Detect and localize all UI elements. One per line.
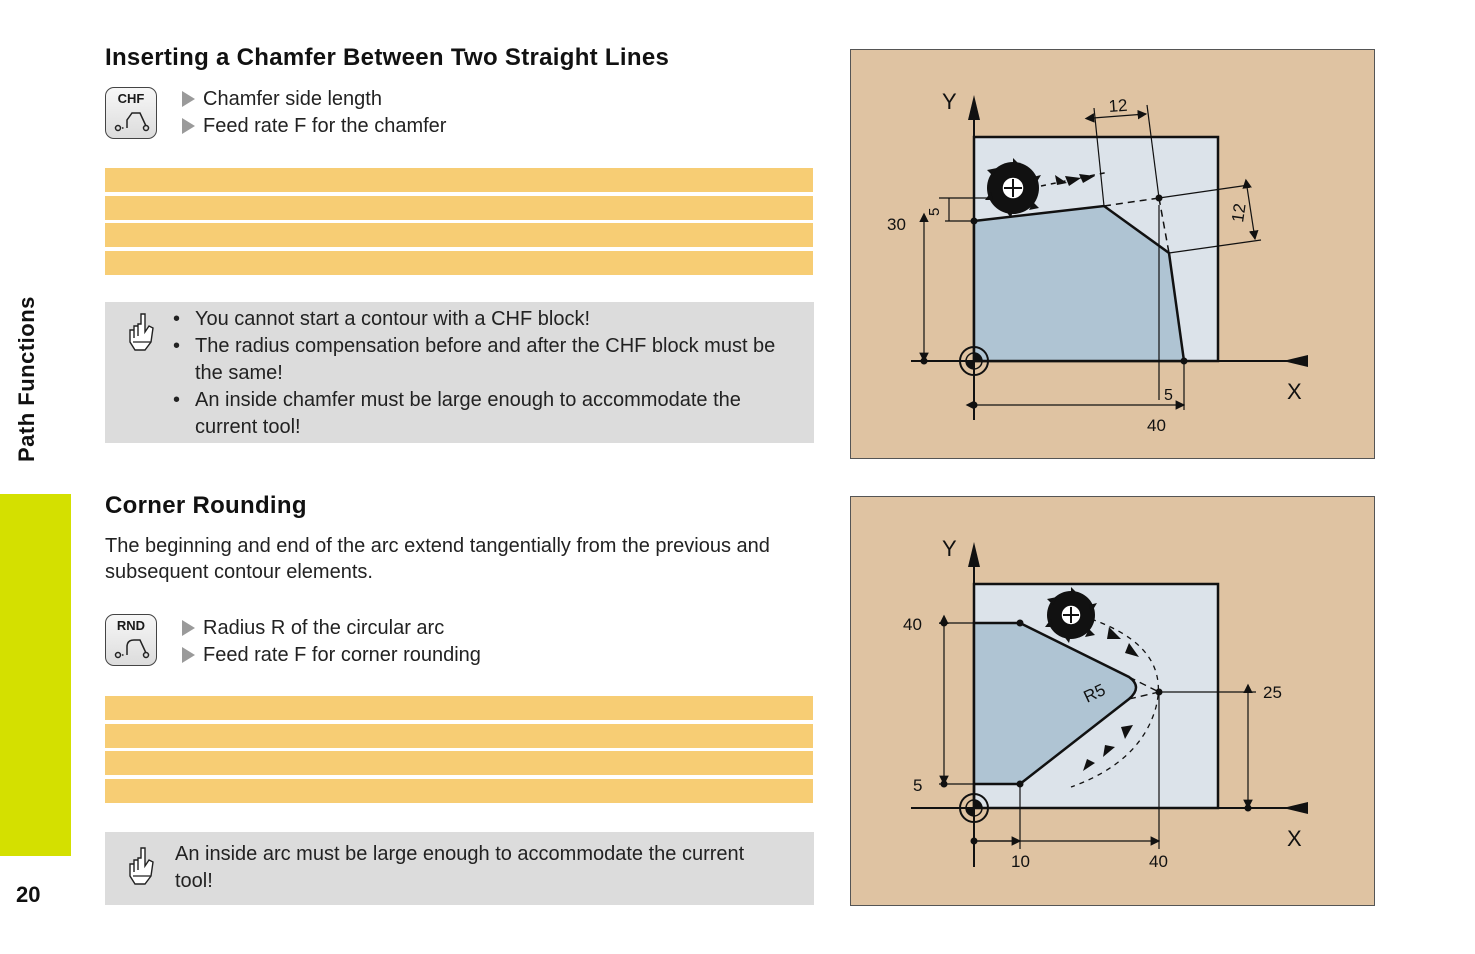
chf-softkey-label: CHF (117, 91, 145, 106)
chamfer-heading: Inserting a Chamfer Between Two Straight… (105, 44, 670, 71)
dim-y-bottom: 5 (913, 776, 922, 795)
milling-tool-icon (985, 158, 1041, 218)
chamfer-prompt-1: Chamfer side length (182, 86, 382, 113)
rounding-prompt-1: Radius R of the circular arc (182, 615, 444, 642)
y-axis-label: Y (942, 89, 957, 114)
dim-bottom: 40 (1147, 416, 1166, 435)
page-number: 20 (16, 882, 41, 907)
example-block-line (105, 223, 813, 247)
arrow-icon (182, 620, 195, 636)
milling-tool-icon (1045, 587, 1097, 643)
rounding-figure: Y X R5 40 5 25 10 40 (850, 496, 1375, 906)
section-tab (0, 494, 71, 856)
example-block-line (105, 751, 813, 775)
chamfer-note-1: You cannot start a contour with a CHF bl… (173, 306, 803, 333)
rounding-icon (114, 639, 150, 659)
example-block-line (105, 724, 813, 748)
rounding-heading: Corner Rounding (105, 492, 307, 519)
example-block-line (105, 251, 813, 275)
section-title: Path Functions (14, 296, 39, 462)
dim-top: 12 (1108, 96, 1128, 116)
chamfer-prompt-2: Feed rate F for the chamfer (182, 113, 446, 140)
chamfer-diagram: Y X 12 12 5 30 5 40 (887, 89, 1308, 435)
dim-left-small: 5 (926, 208, 943, 216)
example-block-line (105, 196, 813, 220)
rnd-softkey[interactable]: RND (105, 614, 157, 666)
dim-x-right: 40 (1149, 852, 1168, 871)
example-block-line (105, 168, 813, 192)
x-axis-label: X (1287, 826, 1302, 851)
chamfer-icon (114, 112, 150, 132)
dim-left: 30 (887, 215, 906, 234)
dim-x-left: 10 (1011, 852, 1030, 871)
chamfer-note-3: An inside chamfer must be large enough t… (173, 387, 803, 441)
dim-right: 25 (1263, 683, 1282, 702)
dim-y-top: 40 (903, 615, 922, 634)
arrow-icon (182, 91, 195, 107)
dim-bottom-small: 5 (1164, 387, 1173, 404)
x-axis-label: X (1287, 379, 1302, 404)
rounding-note-text: An inside arc must be large enough to ac… (175, 843, 745, 892)
rnd-softkey-label: RND (116, 618, 146, 633)
chf-softkey[interactable]: CHF (105, 87, 157, 139)
example-block-line (105, 779, 813, 803)
rounding-intro: The beginning and end of the arc extend … (105, 535, 770, 583)
chamfer-note-box: You cannot start a contour with a CHF bl… (105, 302, 814, 443)
example-block-line (105, 696, 813, 720)
pointing-hand-icon (129, 847, 154, 885)
rounding-prompt-2: Feed rate F for corner rounding (182, 642, 481, 669)
chamfer-note-2: The radius compensation before and after… (173, 333, 803, 387)
dim-right: 12 (1228, 202, 1249, 223)
rounding-note-box: An inside arc must be large enough to ac… (105, 832, 814, 905)
chamfer-figure: Y X 12 12 5 30 5 40 (850, 49, 1375, 459)
arrow-icon (182, 647, 195, 663)
pointing-hand-icon (129, 313, 154, 351)
rounding-diagram: Y X R5 40 5 25 10 40 (903, 536, 1308, 871)
arrow-icon (182, 118, 195, 134)
y-axis-label: Y (942, 536, 957, 561)
